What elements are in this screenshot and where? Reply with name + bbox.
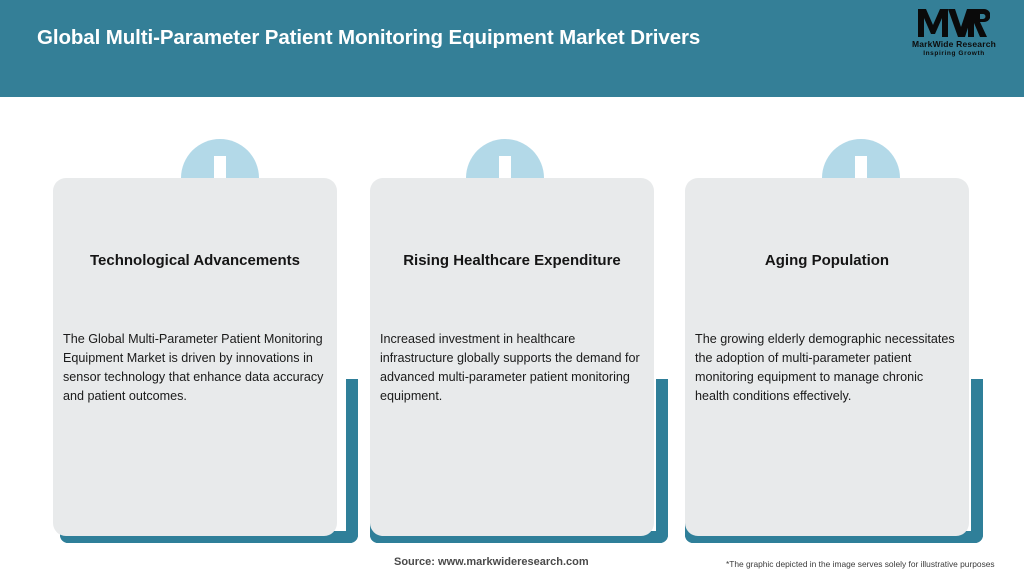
disclaimer-note: *The graphic depicted in the image serve…: [726, 559, 995, 569]
mwr-monogram-icon: [918, 8, 991, 38]
logo-tagline: Inspiring Growth: [923, 50, 985, 57]
source-note: Source: www.markwideresearch.com: [394, 556, 589, 568]
header-bar: [0, 0, 1024, 97]
card-title: Aging Population: [764, 252, 890, 269]
card-body: Increased investment in healthcare infra…: [380, 332, 640, 403]
card-title: Technological Advancements: [89, 252, 301, 269]
page-title: Global Multi-Parameter Patient Monitorin…: [37, 26, 701, 49]
driver-card[interactable]: Aging Population The growing elderly dem…: [685, 178, 969, 536]
driver-card-group-2: Rising Healthcare Expenditure Increased …: [345, 0, 685, 576]
logo-company-name: MarkWide Research: [911, 39, 997, 49]
card-title: Rising Healthcare Expenditure: [403, 252, 621, 269]
driver-card-group-1: Technological Advancements The Global Mu…: [25, 0, 365, 576]
brand-logo: MarkWide Research Inspiring Growth: [902, 8, 1006, 70]
driver-card[interactable]: Rising Healthcare Expenditure Increased …: [370, 178, 654, 536]
driver-card-group-3: Aging Population The growing elderly dem…: [660, 0, 1000, 576]
card-body: The growing elderly demographic necessit…: [695, 332, 955, 403]
card-body: The Global Multi-Parameter Patient Monit…: [63, 332, 324, 403]
driver-card[interactable]: Technological Advancements The Global Mu…: [53, 178, 337, 536]
